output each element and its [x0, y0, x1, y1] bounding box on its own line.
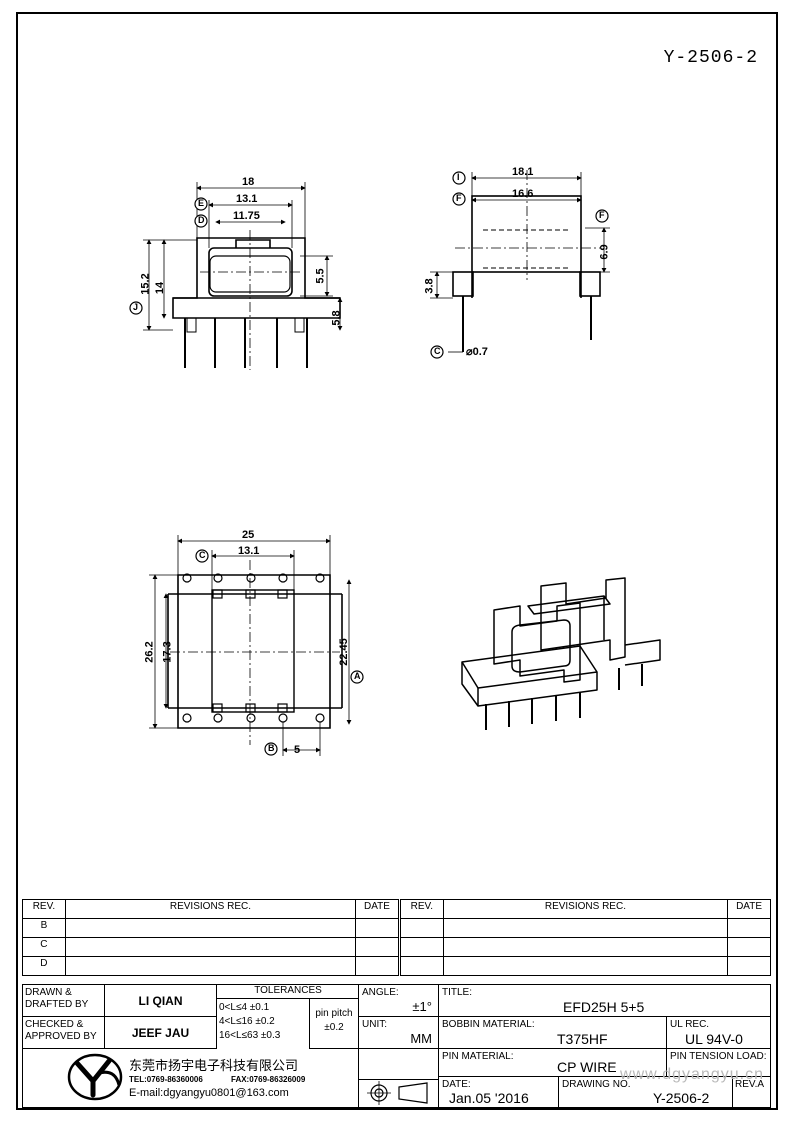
projection-cell	[359, 1049, 439, 1107]
tolerance-frame	[217, 985, 359, 1049]
bobbin-value: T375HF	[557, 1031, 608, 1047]
bobbin-cell: BOBBIN MATERIAL: T375HF	[439, 1017, 667, 1049]
callout-f: F	[456, 193, 462, 203]
date-header-2: DATE	[727, 899, 771, 919]
revisions-header-2: REVISIONS REC.	[442, 899, 729, 919]
dim-bottom-17-3: 17.3	[161, 641, 174, 663]
angle-label: ANGLE:	[362, 987, 399, 998]
dim-front-14: 14	[154, 281, 167, 295]
dim-front-11-75: 11.75	[233, 210, 260, 222]
projection-symbol-icon	[367, 1081, 428, 1105]
dim-side-18-1: 18.1	[512, 166, 534, 178]
bottom-view-dims	[149, 535, 352, 756]
tol-2: 4<L≤16 ±0.2	[219, 1016, 275, 1027]
company-email: E-mail:dgyangyu0801@163.com	[129, 1087, 289, 1099]
drawing-no-value: Y-2506-2	[653, 1090, 710, 1106]
dim-front-15-2: 15.2	[139, 273, 152, 295]
pin-pitch-label: pin pitch	[315, 1008, 353, 1019]
angle-value: ±1°	[412, 999, 432, 1014]
watermark: www.dgyangyu.cn	[620, 1066, 764, 1083]
dim-side-6-9: 6.9	[598, 244, 611, 260]
dim-front-5-5: 5.5	[314, 268, 327, 284]
date-value: Jan.05 '2016	[449, 1090, 529, 1106]
unit-value: MM	[410, 1031, 432, 1046]
date-header: DATE	[355, 899, 400, 919]
drawing-no-cell: DRAWING NO. Y-2506-2	[559, 1077, 733, 1107]
ul-cell: UL REC. UL 94V-0	[667, 1017, 770, 1049]
drawing-no-label: DRAWING NO.	[562, 1079, 631, 1090]
rev-label: REV.A	[735, 1079, 765, 1090]
tol-3: 16<L≤63 ±0.3	[219, 1030, 281, 1041]
tol-1: 0<L≤4 ±0.1	[219, 1002, 270, 1013]
callouts	[129, 171, 609, 756]
pin-material-value: CP WIRE	[557, 1059, 617, 1075]
date-cell: DATE: Jan.05 '2016	[439, 1077, 559, 1107]
drawn-value: LI QIAN	[105, 985, 217, 1017]
callout-f-right: F	[599, 210, 605, 220]
drawn-label: DRAWN & DRAFTED BY	[23, 985, 105, 1017]
title-block: DRAWN & DRAFTED BY LI QIAN CHECKED & APP…	[22, 984, 771, 1108]
dim-side-0-7: ⌀0.7	[466, 346, 488, 358]
ul-label: UL REC.	[670, 1019, 710, 1030]
drawing-sheet	[16, 12, 778, 1110]
dim-side-3-8: 3.8	[423, 278, 436, 294]
unit-label: UNIT:	[362, 1019, 387, 1030]
callout-c-side: C	[434, 346, 441, 356]
dim-bottom-22-45: 22.45	[337, 638, 350, 666]
side-view-dims	[430, 172, 610, 353]
company-logo	[67, 1053, 123, 1101]
rev-row-d: D	[22, 956, 66, 976]
rev-row-c: C	[22, 937, 66, 957]
rev-header-2: REV.	[397, 899, 444, 919]
dim-front-18: 18	[242, 176, 255, 188]
dim-side-16-6: 16.6	[512, 188, 534, 200]
callout-i: I	[457, 172, 460, 182]
revision-table: REV. REVISIONS REC. DATE REV. REVISIONS …	[22, 899, 771, 976]
tolerances-label: TOLERANCES	[217, 985, 359, 999]
callout-a: A	[354, 671, 361, 681]
front-view	[172, 230, 341, 370]
dim-front-13-1: 13.1	[236, 193, 258, 205]
pin-tension-cell: PIN TENSION LOAD:	[667, 1049, 770, 1077]
drawing-number-top: Y-2506-2	[663, 48, 758, 68]
dim-bottom-13-1: 13.1	[238, 545, 260, 557]
tolerance-list: 0<L≤4 ±0.1 4<L≤16 ±0.2 16<L≤63 ±0.3	[219, 1001, 311, 1043]
callout-b: B	[268, 743, 275, 753]
company-fax: FAX:0769-86326009	[231, 1075, 306, 1084]
front-view-dims	[143, 182, 343, 331]
callout-d: D	[198, 215, 205, 225]
ul-value: UL 94V-0	[685, 1031, 743, 1047]
pin-material-cell: PIN MATERIAL: CP WIRE	[439, 1049, 667, 1077]
date-label: DATE:	[442, 1079, 471, 1090]
company-name: 东莞市扬宇电子科技有限公司	[129, 1059, 299, 1074]
bottom-view	[167, 560, 343, 745]
unit-cell: UNIT: MM	[359, 1017, 439, 1049]
revisions-header: REVISIONS REC.	[64, 899, 357, 919]
rev-cell: REV.A	[733, 1077, 770, 1107]
title-value: EFD25H 5+5	[563, 999, 645, 1015]
dim-bottom-5: 5	[294, 744, 301, 756]
title-cell: TITLE: EFD25H 5+5	[439, 985, 770, 1017]
isometric-view	[461, 577, 661, 730]
rev-header: REV.	[22, 899, 66, 919]
company-tel: TEL:0769-86360006	[129, 1075, 203, 1084]
pin-tension-label: PIN TENSION LOAD:	[670, 1051, 767, 1062]
checked-label: CHECKED & APPROVED BY	[23, 1017, 105, 1049]
dim-bottom-25: 25	[242, 529, 255, 541]
company-cell: 东莞市扬宇电子科技有限公司 TEL:0769-86360006 FAX:0769…	[23, 1049, 359, 1107]
pin-pitch-value: ±0.2	[324, 1022, 344, 1033]
callout-j: J	[133, 302, 139, 312]
angle-cell: ANGLE: ±1°	[359, 985, 439, 1017]
callout-e: E	[198, 198, 205, 208]
dim-bottom-26-2: 26.2	[143, 641, 156, 663]
callout-c-bottom: C	[199, 550, 206, 560]
title-label: TITLE:	[442, 987, 473, 998]
dim-front-5-8: 5.8	[330, 310, 343, 326]
checked-value: JEEF JAU	[105, 1017, 217, 1049]
pin-material-label: PIN MATERIAL:	[442, 1051, 514, 1062]
bobbin-label: BOBBIN MATERIAL:	[442, 1019, 535, 1030]
rev-row-b: B	[22, 918, 66, 938]
